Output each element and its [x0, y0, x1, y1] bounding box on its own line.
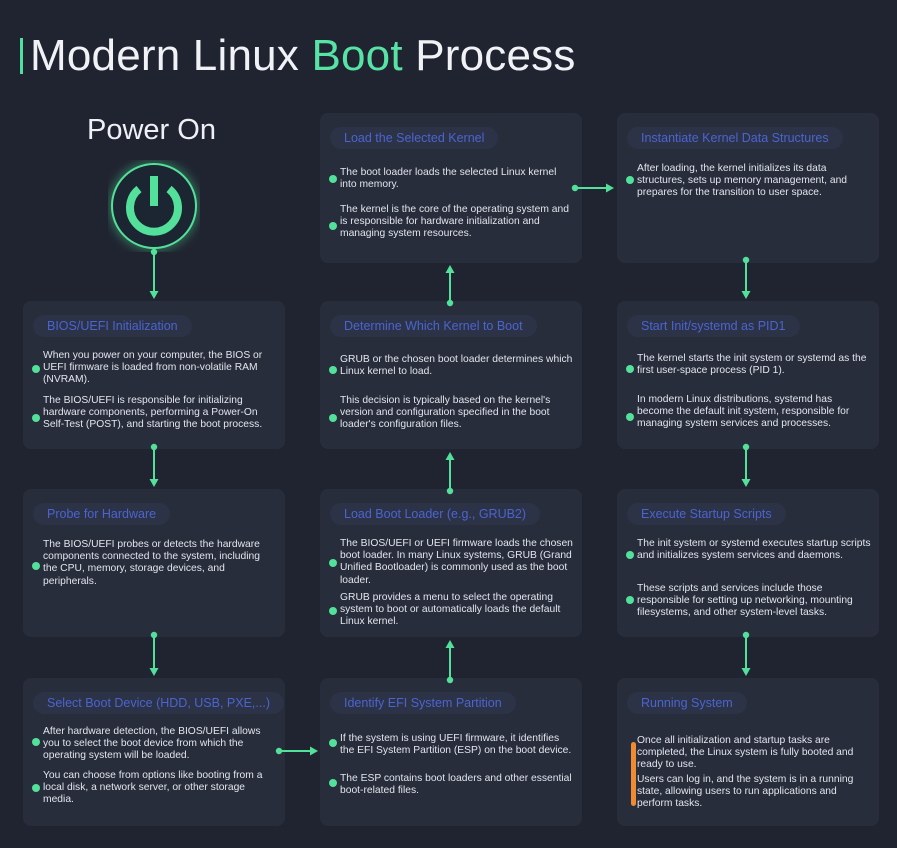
step-text: The init system or systemd executes star…: [637, 538, 871, 562]
bullet-dot-icon: [32, 365, 40, 373]
step-text: When you power on your computer, the BIO…: [43, 350, 263, 386]
step-title: Probe for Hardware: [33, 503, 171, 525]
step-card-efi: Identify EFI System Partition If the sys…: [320, 678, 582, 826]
page-title: Modern Linux Boot Process: [20, 30, 576, 82]
title-accent: Boot: [311, 31, 403, 80]
bullet-dot-icon: [329, 607, 337, 615]
step-text: After hardware detection, the BIOS/UEFI …: [43, 726, 261, 762]
step-card-init: Start Init/systemd as PID1 The kernel st…: [617, 301, 879, 449]
bullet-dot-icon: [626, 551, 634, 559]
step-card-load-kernel: Load the Selected Kernel The boot loader…: [320, 113, 582, 263]
step-text: The kernel is the core of the operating …: [340, 204, 569, 240]
step-text: This decision is typically based on the …: [340, 395, 551, 431]
step-text: The boot loader loads the selected Linux…: [340, 167, 557, 191]
bullet-dot-icon: [329, 414, 337, 422]
arrow-bios-to-probe: [149, 443, 159, 487]
bullet-dot-icon: [329, 366, 337, 374]
arrow-probe-to-select: [149, 631, 159, 676]
step-card-bios: BIOS/UEFI Initialization When you power …: [23, 301, 285, 449]
step-text: GRUB or the chosen boot loader determine…: [340, 354, 573, 378]
bullet-dot-icon: [626, 176, 634, 184]
step-title: Running System: [627, 692, 747, 714]
bullet-dot-icon: [32, 738, 40, 746]
step-text: Users can log in, and the system is in a…: [637, 774, 854, 810]
step-card-instantiate: Instantiate Kernel Data Structures After…: [617, 113, 879, 263]
arrow-init-to-scripts: [741, 443, 751, 487]
bullet-dot-icon: [626, 413, 634, 421]
bullet-dot-icon: [32, 414, 40, 422]
step-title: BIOS/UEFI Initialization: [33, 315, 192, 337]
title-prefix: Modern Linux: [30, 31, 312, 80]
bullet-dot-icon: [329, 559, 337, 567]
bullet-dot-icon: [32, 562, 40, 570]
step-text: These scripts and services include those…: [637, 583, 853, 619]
step-text: You can choose from options like booting…: [43, 770, 263, 806]
power-icon: [111, 163, 197, 249]
step-title: Identify EFI System Partition: [330, 692, 516, 714]
step-text: GRUB provides a menu to select the opera…: [340, 592, 561, 628]
step-text: After loading, the kernel initializes it…: [637, 163, 848, 199]
bullet-dot-icon: [329, 779, 337, 787]
bullet-dot-icon: [329, 222, 337, 230]
step-title: Execute Startup Scripts: [627, 503, 786, 525]
step-title: Load the Selected Kernel: [330, 127, 499, 149]
step-card-determine: Determine Which Kernel to Boot GRUB or t…: [320, 301, 582, 449]
step-text: In modern Linux distributions, systemd h…: [637, 394, 850, 430]
step-card-scripts: Execute Startup Scripts The init system …: [617, 489, 879, 637]
bullet-dot-icon: [32, 784, 40, 792]
step-text: The ESP contains boot loaders and other …: [340, 773, 572, 797]
step-text: The BIOS/UEFI probes or detects the hard…: [43, 539, 260, 587]
step-text: The kernel starts the init system or sys…: [637, 353, 867, 377]
bullet-dot-icon: [329, 739, 337, 747]
arrow-bootloader-to-determine: [445, 452, 455, 495]
arrow-efi-to-bootloader: [445, 640, 455, 684]
step-text: If the system is using UEFI firmware, it…: [340, 733, 572, 757]
step-text: The BIOS/UEFI is responsible for initial…: [43, 395, 263, 431]
step-card-select-device: Select Boot Device (HDD, USB, PXE,...) A…: [23, 678, 285, 826]
step-text: The BIOS/UEFI or UEFI firmware loads the…: [340, 538, 573, 586]
bullet-dot-icon: [626, 365, 634, 373]
step-title: Load Boot Loader (e.g., GRUB2): [330, 503, 541, 525]
step-title: Start Init/systemd as PID1: [627, 315, 800, 337]
step-title: Instantiate Kernel Data Structures: [627, 127, 843, 149]
arrow-power-to-bios: [149, 248, 159, 299]
arrow-instantiate-to-init: [741, 256, 751, 299]
step-card-running: Running System Once all initialization a…: [617, 678, 879, 826]
bullet-dot-icon: [626, 596, 634, 604]
step-title: Select Boot Device (HDD, USB, PXE,...): [33, 692, 284, 714]
title-accent-bar: [20, 38, 23, 74]
step-title: Determine Which Kernel to Boot: [330, 315, 537, 337]
title-suffix: Process: [402, 31, 576, 80]
arrow-scripts-to-running: [741, 631, 751, 676]
step-card-probe: Probe for Hardware The BIOS/UEFI probes …: [23, 489, 285, 637]
power-on-label: Power On: [87, 114, 216, 146]
final-step-marker: [631, 742, 636, 806]
bullet-dot-icon: [329, 175, 337, 183]
step-card-bootloader: Load Boot Loader (e.g., GRUB2) The BIOS/…: [320, 489, 582, 637]
step-text: Once all initialization and startup task…: [637, 735, 854, 771]
